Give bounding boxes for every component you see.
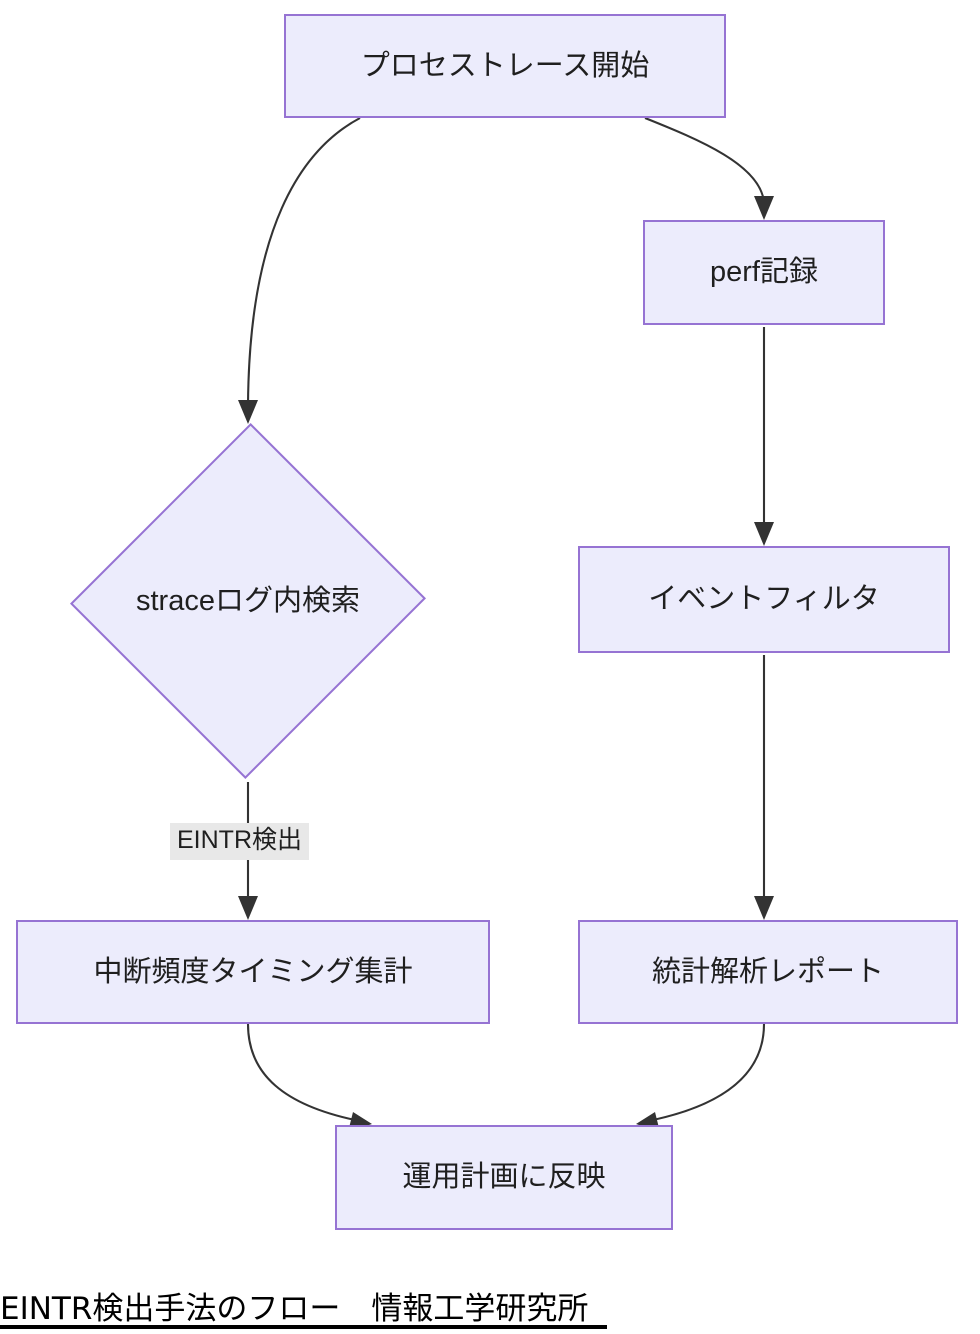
- node-filter-label: イベントフィルタ: [648, 583, 880, 616]
- node-perf-label: perf記録: [710, 256, 818, 289]
- node-strace-label: straceログ内検索: [136, 584, 360, 617]
- node-aggregate[interactable]: 中断頻度タイミング集計: [16, 920, 490, 1024]
- node-start[interactable]: プロセストレース開始: [284, 14, 726, 118]
- node-plan-label: 運用計画に反映: [402, 1161, 606, 1194]
- node-perf[interactable]: perf記録: [643, 220, 885, 325]
- node-report[interactable]: 統計解析レポート: [578, 920, 958, 1024]
- edge-label-eintr-detected: EINTR検出: [170, 823, 310, 861]
- node-strace[interactable]: straceログ内検索: [70, 421, 426, 781]
- node-aggregate-label: 中断頻度タイミング集計: [93, 955, 413, 988]
- diagram-caption: EINTR検出手法のフロー 情報工学研究所: [0, 1291, 589, 1327]
- node-start-label: プロセストレース開始: [360, 49, 650, 82]
- node-filter[interactable]: イベントフィルタ: [578, 546, 950, 653]
- caption-underline: [0, 1325, 607, 1329]
- node-report-label: 統計解析レポート: [651, 955, 884, 988]
- node-plan[interactable]: 運用計画に反映: [335, 1125, 673, 1230]
